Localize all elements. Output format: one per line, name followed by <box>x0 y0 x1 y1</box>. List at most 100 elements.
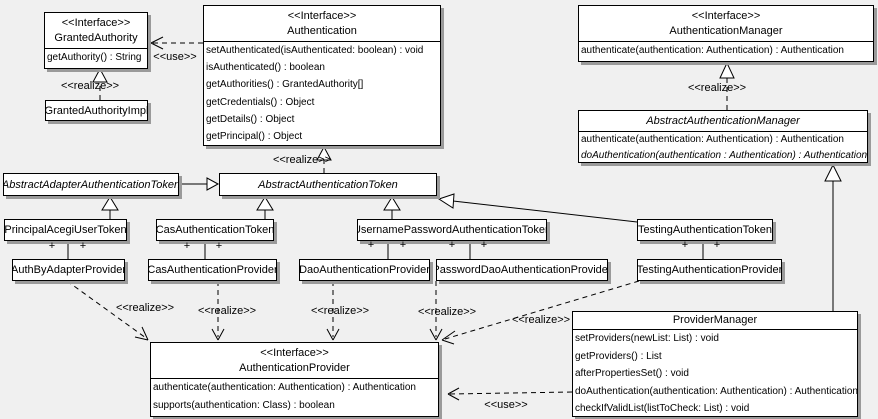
method-label: getAuthority() : String <box>47 52 142 63</box>
edge-realize-abstractauthenticationmanager[interactable] <box>719 61 735 110</box>
multiplicity-label[interactable]: + <box>399 239 407 251</box>
class-name: TestingAuthenticationProvider <box>638 264 781 276</box>
method-label: getCredentials() : Object <box>206 96 315 108</box>
edge-realize-passworddaoprovider[interactable] <box>429 281 443 341</box>
edge-label-realize[interactable]: <<realize>> <box>511 314 571 326</box>
open-arrowhead <box>150 36 164 50</box>
edge-label-realize[interactable]: <<realize>> <box>310 305 370 317</box>
method-label: authenticate(authentication: Authenticat… <box>581 134 844 145</box>
class-password-dao-authentication-provider[interactable]: PasswordDaoAuthenticationProvider <box>436 259 608 281</box>
edge-gen-providermanager[interactable] <box>824 163 842 311</box>
triangle-arrowhead <box>719 61 735 79</box>
edge-gen-testing-token[interactable] <box>437 193 638 223</box>
open-arrowhead <box>429 328 443 341</box>
triangle-arrowhead <box>206 177 220 191</box>
class-header: <<Interface>> AuthenticationManager <box>579 6 873 42</box>
class-name: CasAuthenticationToken <box>157 224 273 236</box>
class-name: AuthenticationProvider <box>239 362 350 374</box>
class-abstract-authentication-manager[interactable]: AbstractAuthenticationManager authentica… <box>578 110 868 163</box>
class-name: PrincipalAcegiUserToken <box>5 224 126 236</box>
class-name: TestingAuthenticationToken <box>638 224 772 236</box>
multiplicity-label[interactable]: + <box>713 239 721 251</box>
class-name: GrantedAuthorityImpl <box>46 104 147 117</box>
open-arrowhead <box>134 326 149 341</box>
triangle-arrowhead <box>92 67 108 83</box>
edge-line <box>452 200 638 223</box>
class-authentication-provider[interactable]: <<Interface>> AuthenticationProvider aut… <box>150 342 439 417</box>
class-name: CasAuthenticationProvider <box>149 264 276 276</box>
class-header: <<Interface>> Authentication <box>204 6 440 42</box>
class-granted-authority[interactable]: <<Interface>> GrantedAuthority getAuthor… <box>44 12 148 69</box>
method-label: doAuthentication(authentication : Authen… <box>581 150 867 161</box>
class-abstract-adapter-authentication-token[interactable]: AbstractAdapterAuthenticationToken <box>3 173 179 196</box>
edge-realize-casprovider[interactable] <box>211 281 225 341</box>
class-header: <<Interface>> GrantedAuthority <box>45 13 147 49</box>
class-testing-authentication-provider[interactable]: TestingAuthenticationProvider <box>637 259 782 281</box>
method-label: setProviders(newList: List) : void <box>575 333 719 344</box>
edge-gen-adapter-token[interactable] <box>179 177 220 191</box>
edge-line <box>66 280 147 339</box>
edge-realize-daoprovider[interactable] <box>326 281 340 341</box>
edge-gen-principal-token[interactable] <box>101 196 119 220</box>
class-name: AuthByAdapterProvider <box>13 264 124 276</box>
edge-label-realize[interactable]: <<realize>> <box>197 305 257 317</box>
method-label: getPrincipal() : Object <box>206 131 303 143</box>
class-authentication-manager[interactable]: <<Interface>> AuthenticationManager auth… <box>578 5 874 62</box>
open-arrowhead <box>441 330 456 345</box>
method-label: getAuthorities() : GrantedAuthority[] <box>206 79 364 91</box>
multiplicity-label[interactable]: + <box>480 239 488 251</box>
triangle-arrowhead <box>256 196 274 211</box>
multiplicity-label[interactable]: + <box>681 239 689 251</box>
edge-label-realize[interactable]: <<realize>> <box>417 306 477 318</box>
multiplicity-label[interactable]: + <box>183 240 191 252</box>
edge-realize-authbyadapterprovider[interactable] <box>66 280 149 341</box>
multiplicity-label[interactable]: + <box>48 240 56 252</box>
edge-label-use[interactable]: <<use>> <box>484 399 528 411</box>
class-name: UsernamePasswordAuthenticationToken <box>358 224 546 236</box>
edge-label-realize[interactable]: <<realize>> <box>272 154 332 166</box>
multiplicity-label[interactable]: + <box>215 240 223 252</box>
class-granted-authority-impl[interactable]: GrantedAuthorityImpl <box>45 100 148 121</box>
triangle-arrowhead <box>316 145 332 161</box>
class-header: <<Interface>> AuthenticationProvider <box>151 343 438 379</box>
stereotype-label: <<Interface>> <box>61 17 131 29</box>
class-provider-manager[interactable]: ProviderManager setProviders(newList: Li… <box>572 311 858 417</box>
edge-realize-abstractauthenticationtoken[interactable] <box>316 145 332 173</box>
method-label: supports(authentication: Class) : boolea… <box>153 400 335 411</box>
method-label: authenticate(authentication: Authenticat… <box>581 45 844 56</box>
class-principal-acegi-user-token[interactable]: PrincipalAcegiUserToken <box>4 219 127 241</box>
class-cas-authentication-provider[interactable]: CasAuthenticationProvider <box>148 259 277 281</box>
open-arrowhead <box>447 387 460 401</box>
edge-label-realize[interactable]: <<realize>> <box>115 302 175 314</box>
multiplicity-label[interactable]: + <box>79 240 87 252</box>
method-label: checkIfValidList(listToCheck: List) : vo… <box>575 403 750 414</box>
edge-use-providermanager[interactable] <box>447 387 573 401</box>
edge-label-realize[interactable]: <<realize>> <box>60 80 120 92</box>
class-cas-authentication-token[interactable]: CasAuthenticationToken <box>156 219 274 241</box>
class-name: ProviderManager <box>573 312 857 330</box>
class-username-password-authentication-token[interactable]: UsernamePasswordAuthenticationToken <box>357 219 547 241</box>
edge-label-use[interactable]: <<use>> <box>153 51 197 63</box>
class-authentication[interactable]: <<Interface>> Authentication setAuthenti… <box>203 5 441 146</box>
edge-label-realize[interactable]: <<realize>> <box>687 82 747 94</box>
edge-realize-grantedauthorityimpl[interactable] <box>92 67 108 100</box>
class-abstract-authentication-token[interactable]: AbstractAuthenticationToken <box>219 173 437 196</box>
edge-line <box>444 280 640 340</box>
edge-realize-testingprovider[interactable] <box>441 280 640 345</box>
multiplicity-label[interactable]: + <box>448 239 456 251</box>
stereotype-label: <<Interface>> <box>287 10 357 22</box>
edge-gen-cas-token[interactable] <box>256 196 274 220</box>
class-name: AbstractAuthenticationToken <box>258 178 398 191</box>
class-testing-authentication-token[interactable]: TestingAuthenticationToken <box>637 219 773 241</box>
class-auth-by-adapter-provider[interactable]: AuthByAdapterProvider <box>12 259 125 281</box>
stereotype-label: <<Interface>> <box>691 10 761 22</box>
triangle-arrowhead <box>101 196 119 211</box>
edge-use-authentication-grantedauthority[interactable] <box>150 36 203 50</box>
multiplicity-label[interactable]: + <box>367 239 375 251</box>
class-name: PasswordDaoAuthenticationProvider <box>437 264 607 276</box>
edge-gen-username-token[interactable] <box>383 196 401 220</box>
method-label: isAuthenticated() : boolean <box>206 62 325 74</box>
class-dao-authentication-provider[interactable]: DaoAuthenticationProvider <box>299 259 430 281</box>
